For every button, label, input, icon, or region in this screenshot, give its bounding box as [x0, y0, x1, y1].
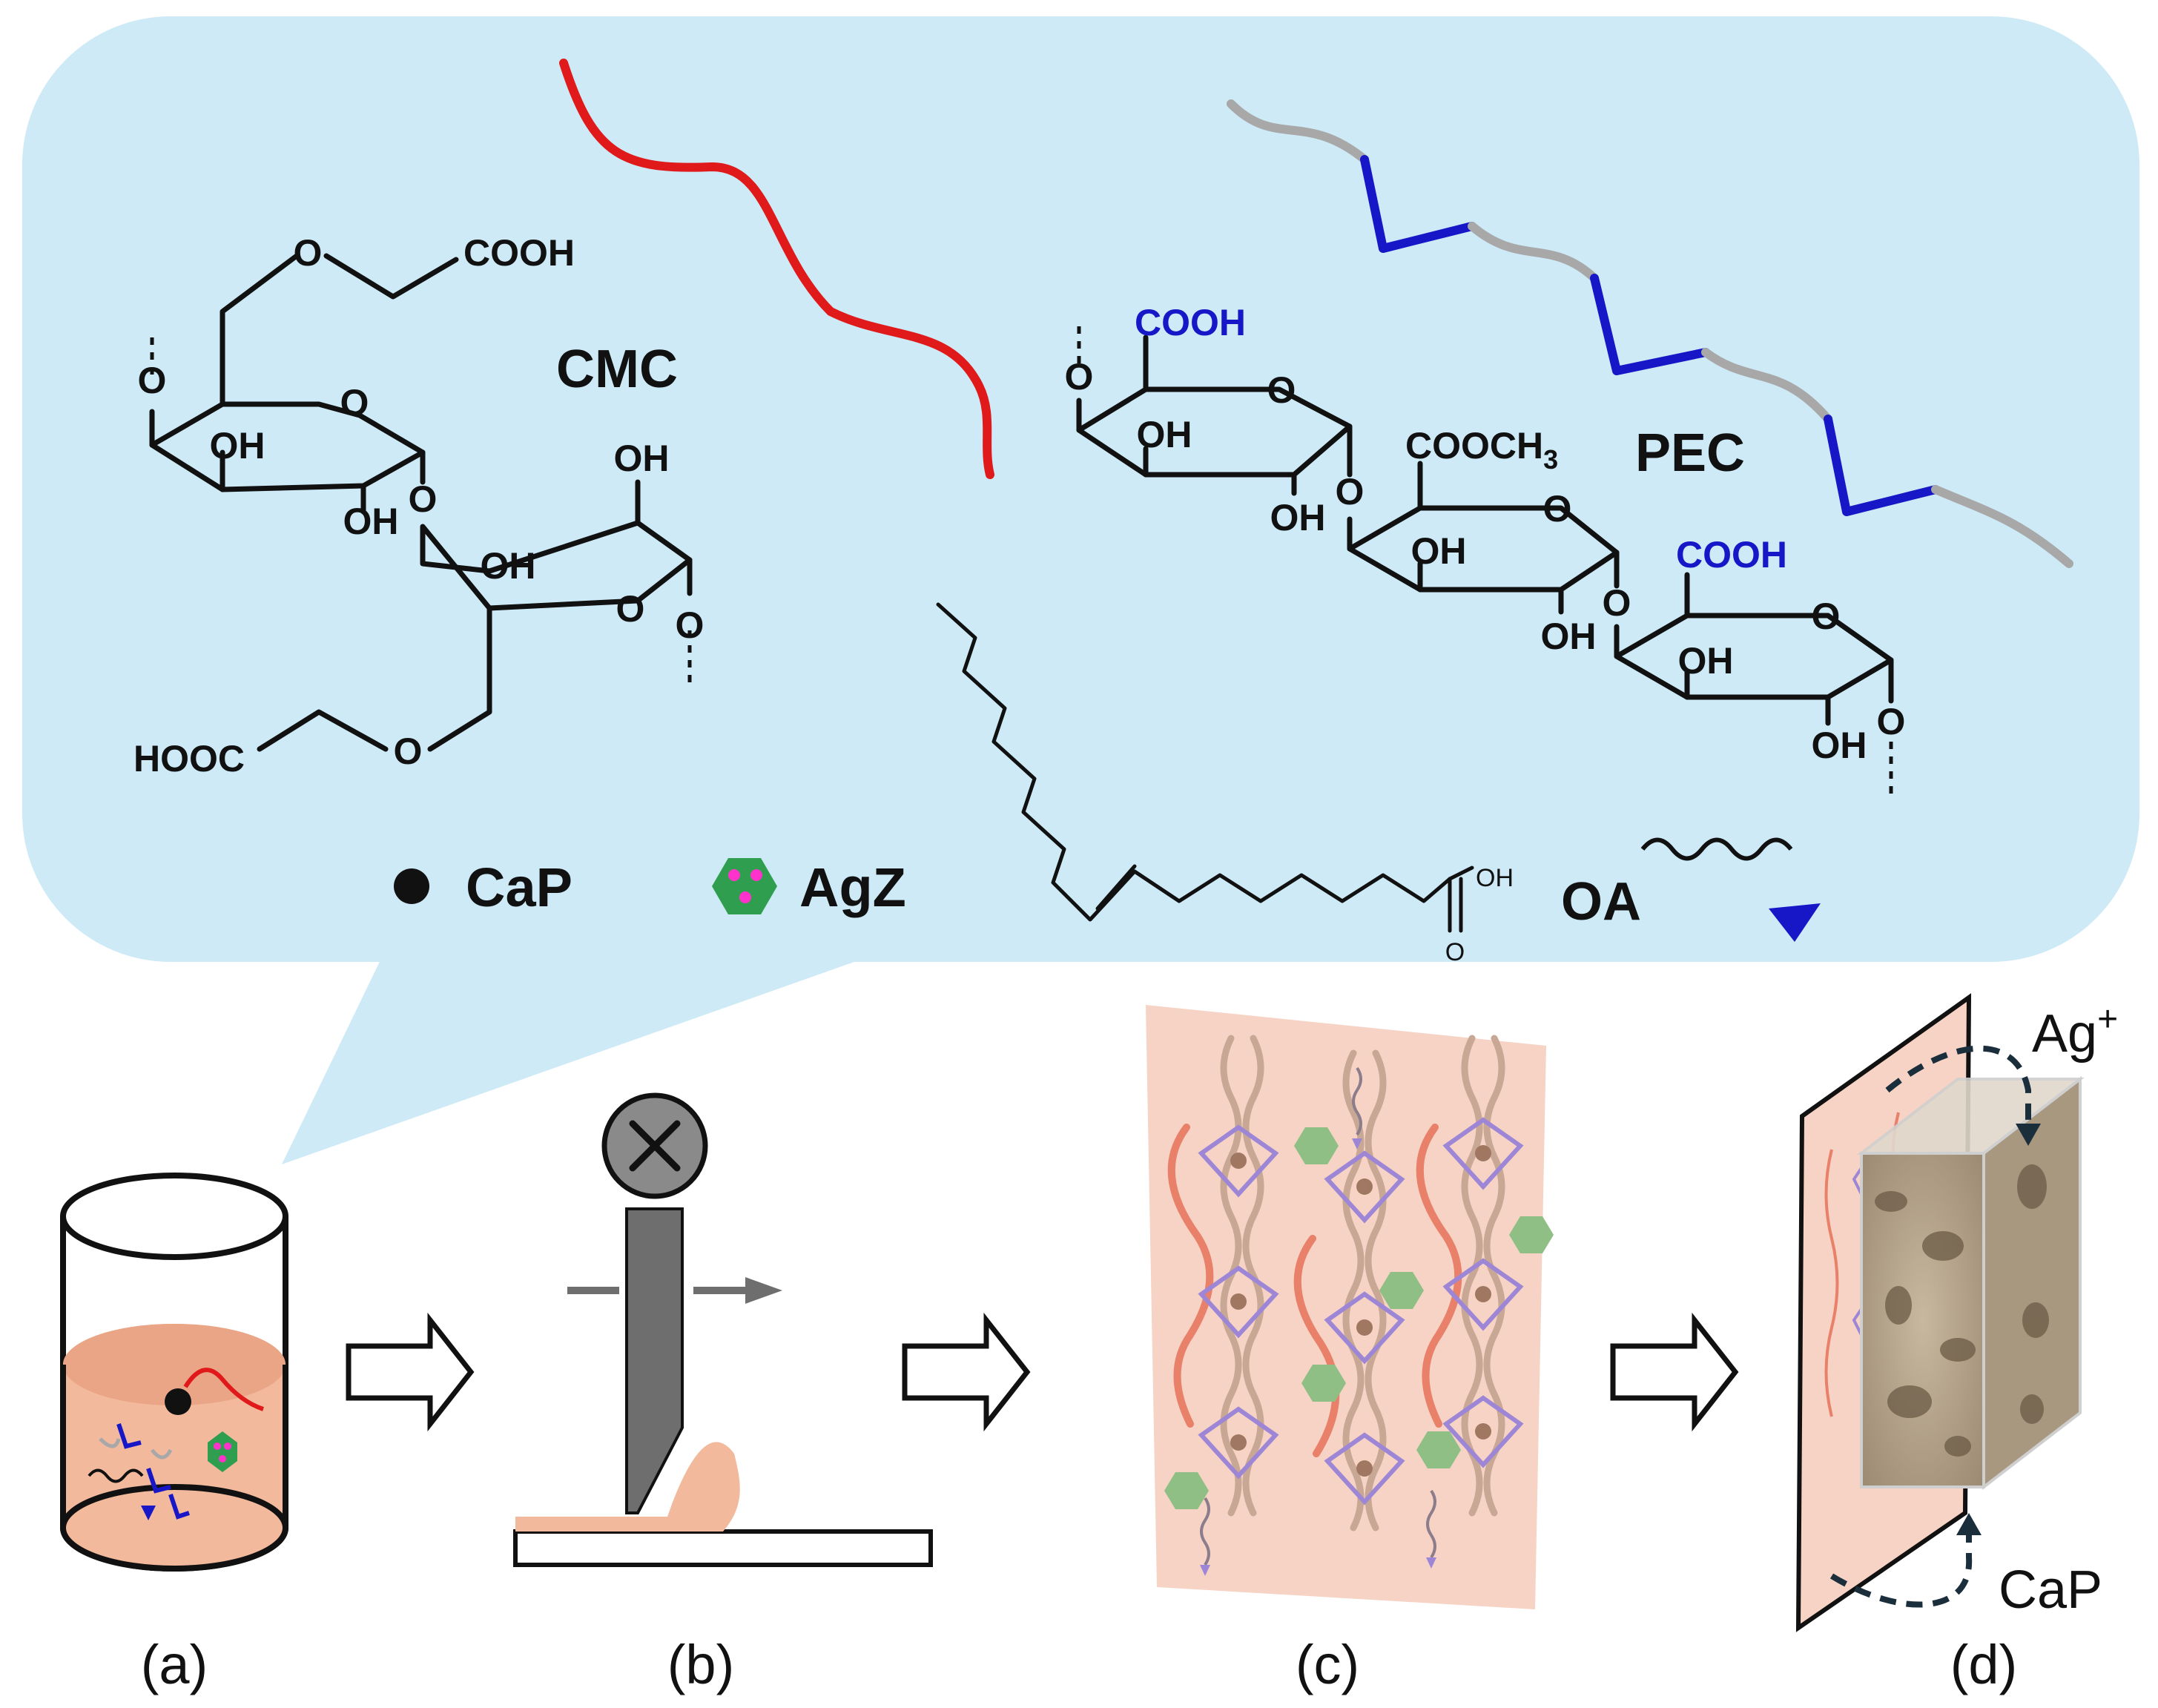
cap-arrow: [1829, 1531, 1973, 1608]
cap-legend-dot: [394, 868, 429, 904]
pec-oh-5: OH: [1678, 640, 1734, 682]
pec-cooh-1: COOH: [1135, 302, 1246, 343]
cmc-glycosidic-o-middle: O: [409, 478, 438, 520]
oa-oh: OH: [1476, 864, 1514, 892]
cmc-hooc-bottom: HOOC: [133, 738, 245, 779]
cap-release-label: CaP: [1999, 1560, 2102, 1620]
cmc-name: CMC: [556, 340, 678, 399]
panel-d-scaffold: Ag+ CaP: [1795, 993, 2118, 1632]
cmc-structure: O COOH O O OH OH O OH OH O O O HOOC CMC: [133, 232, 704, 779]
agz-dot: [739, 891, 751, 903]
components-bubble: [22, 16, 2139, 1164]
cmc-chain-symbol: [559, 59, 994, 479]
pec-glycosidic-o-1: O: [1336, 471, 1365, 512]
panel-c-film-network: [1146, 1005, 1554, 1609]
cmc-ether-o-bottom: O: [394, 731, 423, 772]
oa-structure: OH O OA: [936, 602, 1821, 966]
ag-ion-arrow: [1885, 1045, 2031, 1127]
panel-label-c: (c): [1296, 1634, 1359, 1695]
pec-glycosidic-o-right: O: [1877, 701, 1906, 742]
pec-glycosidic-o-left: O: [1065, 356, 1094, 398]
cap-legend-label: CaP: [466, 857, 573, 918]
panel-a-beaker: [60, 1173, 288, 1572]
pec-cooch3: COOCH3: [1405, 425, 1558, 475]
pec-cooh-2: COOH: [1676, 534, 1787, 576]
pec-ring1-o: O: [1267, 369, 1296, 411]
pec-name: PEC: [1635, 423, 1745, 483]
pec-glycosidic-o-2: O: [1603, 582, 1631, 624]
panel-label-d: (d): [1950, 1634, 2017, 1695]
pec-oh-4: OH: [1541, 616, 1597, 657]
panel-b-blade-casting: [513, 1092, 933, 1567]
pec-ring2-o: O: [1543, 488, 1572, 530]
cmc-ring1-o: O: [340, 382, 369, 423]
pec-oh-1: OH: [1137, 414, 1192, 455]
agz-legend-label: AgZ: [799, 857, 906, 918]
oa-symbol-head: [1769, 903, 1821, 942]
panel-label-a: (a): [141, 1634, 208, 1695]
legend: CaP AgZ: [394, 857, 906, 918]
cmc-cooh-top: COOH: [463, 232, 575, 274]
cmc-ether-o-top: O: [294, 232, 323, 274]
pec-oh-3: OH: [1411, 530, 1467, 572]
pec-structure: COOH O O OH OH O COOCH3 O OH OH O COOH O…: [1065, 302, 1906, 794]
cmc-ring2-o: O: [616, 588, 645, 630]
process-arrow-2: [902, 1312, 1031, 1432]
cmc-oh-2: OH: [343, 501, 399, 542]
oa-o: O: [1445, 938, 1465, 966]
cmc-glycosidic-o-left: O: [138, 360, 167, 401]
pec-chain-symbol: [1227, 99, 2073, 568]
cmc-oh-1: OH: [210, 425, 265, 466]
cmc-oh-4: OH: [481, 545, 536, 587]
agz-dot: [750, 869, 762, 881]
oa-symbol-tail: [1640, 837, 1793, 861]
cmc-glycosidic-o-right: O: [676, 604, 705, 646]
oa-name: OA: [1561, 872, 1641, 932]
pec-oh-6: OH: [1812, 725, 1867, 766]
process-arrow-3: [1610, 1312, 1739, 1432]
cmc-oh-3: OH: [614, 438, 670, 479]
panel-label-b: (b): [667, 1634, 734, 1695]
pec-oh-2: OH: [1270, 497, 1326, 538]
agz-dot: [728, 869, 740, 881]
process-arrow-1: [346, 1312, 475, 1432]
ag-ion-label: Ag+: [2032, 1000, 2118, 1064]
pec-ring3-o: O: [1812, 596, 1841, 637]
